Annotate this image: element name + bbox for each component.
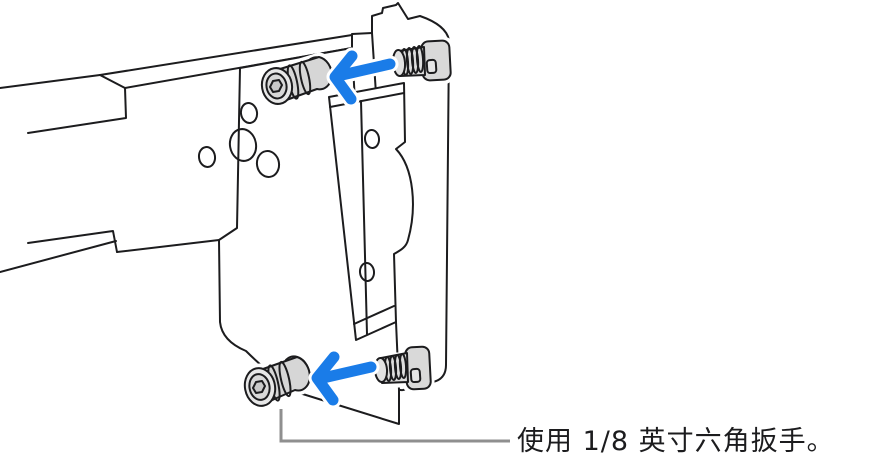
- cage-nut-bracket: [328, 82, 414, 341]
- flange-hole: [255, 150, 281, 178]
- rail-side-hole: [197, 146, 217, 168]
- bracket-bottom-lip: [353, 305, 395, 325]
- bracket-fold-line: [360, 100, 368, 335]
- threaded-stud-top: [391, 36, 455, 85]
- insert-arrow-bottom-icon: [308, 348, 380, 409]
- flange-hole: [239, 102, 259, 124]
- bracket-hole: [358, 262, 376, 282]
- hex-socket-screw-bottom: [240, 352, 316, 411]
- flange-hole: [228, 128, 258, 162]
- hex-socket-icon: [269, 79, 283, 93]
- plate-shoulder-edge: [351, 32, 373, 35]
- stud-latch-detail: [425, 58, 438, 75]
- slide-rail: [0, 34, 353, 273]
- bracket-hole: [363, 129, 381, 149]
- hex-socket-icon: [252, 380, 266, 394]
- bracket-top-lip: [329, 92, 405, 108]
- hex-socket-screw-top: [257, 52, 336, 109]
- insert-arrow-top-icon: [326, 47, 399, 108]
- callout-line: [279, 409, 510, 443]
- threaded-stud-bottom: [373, 342, 435, 394]
- figure-caption: 使用 1/8 英寸六角扳手。: [517, 426, 835, 457]
- stud-latch-detail: [409, 367, 422, 384]
